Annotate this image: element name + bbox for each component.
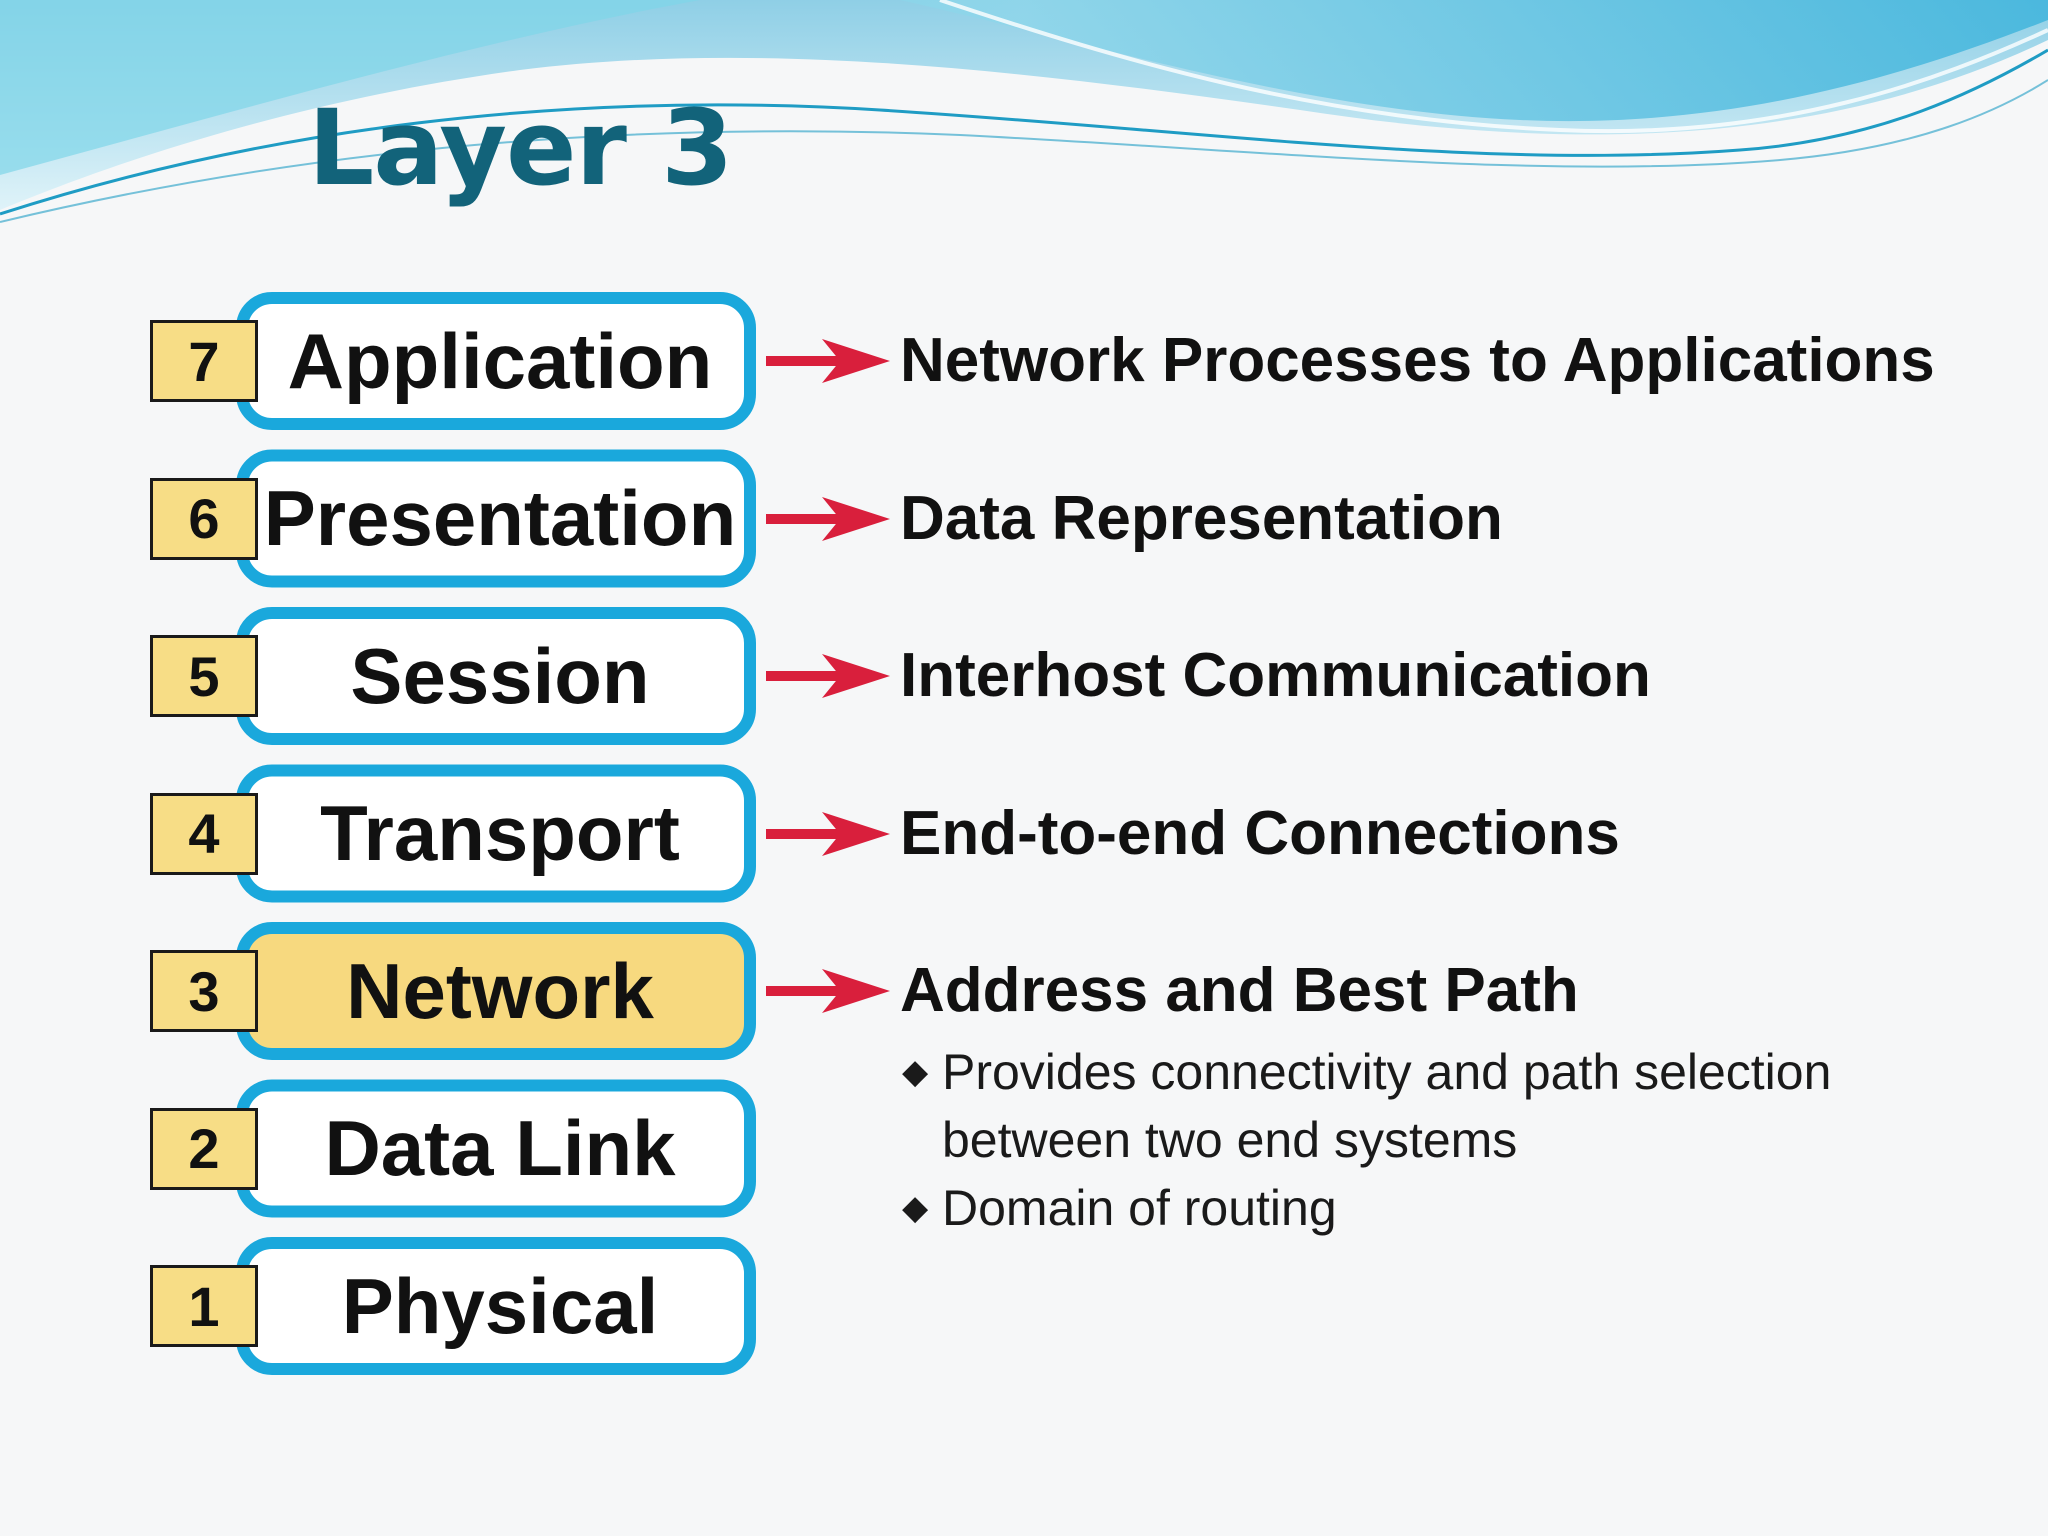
layer-name-1: Physical	[341, 1261, 659, 1350]
layer-number-1: 1	[150, 1265, 258, 1347]
right-arrow-icon	[766, 496, 890, 541]
diamond-bullet-icon: ◆	[902, 1189, 929, 1227]
layer-number-7: 7	[150, 320, 258, 402]
layer-description-4: End-to-end Connections	[900, 798, 1620, 868]
diamond-bullet-icon: ◆	[902, 1053, 929, 1091]
layer-number-2: 2	[150, 1107, 258, 1190]
layer-name-4: Transport	[320, 789, 680, 877]
layer-number-6: 6	[150, 477, 258, 560]
layer-name-7: Application	[287, 316, 713, 405]
layer-name-2: Data Link	[324, 1104, 676, 1192]
header-wave-decoration	[0, 0, 2048, 223]
network-details-list: ◆ Provides connectivity and path selecti…	[900, 1038, 1922, 1242]
right-arrow-icon	[766, 654, 890, 698]
layer-description-6: Data Representation	[900, 483, 1503, 553]
detail-bullet-text: Provides connectivity and path selection…	[942, 1044, 1832, 1168]
layer-number-4: 4	[150, 792, 258, 875]
layer-description-3: Address and Best Path	[900, 956, 1579, 1025]
detail-bullet-item: ◆ Provides connectivity and path selecti…	[900, 1038, 1922, 1174]
layer-description-5: Interhost Communication	[900, 641, 1651, 710]
layer-description-7: Network Processes to Applications	[900, 326, 1935, 395]
detail-bullet-item: ◆ Domain of routing	[900, 1174, 1922, 1242]
layer-number-5: 5	[150, 635, 258, 717]
right-arrow-icon	[766, 811, 890, 856]
detail-bullet-text: Domain of routing	[942, 1180, 1337, 1236]
layer-name-3: Network	[346, 946, 654, 1035]
layer-number-3: 3	[150, 950, 258, 1032]
slide-title: Layer 3	[308, 87, 733, 209]
right-arrow-icon	[766, 339, 890, 383]
right-arrow-icon	[766, 969, 890, 1013]
layer-name-5: Session	[350, 631, 650, 720]
layer-name-6: Presentation	[263, 474, 737, 562]
